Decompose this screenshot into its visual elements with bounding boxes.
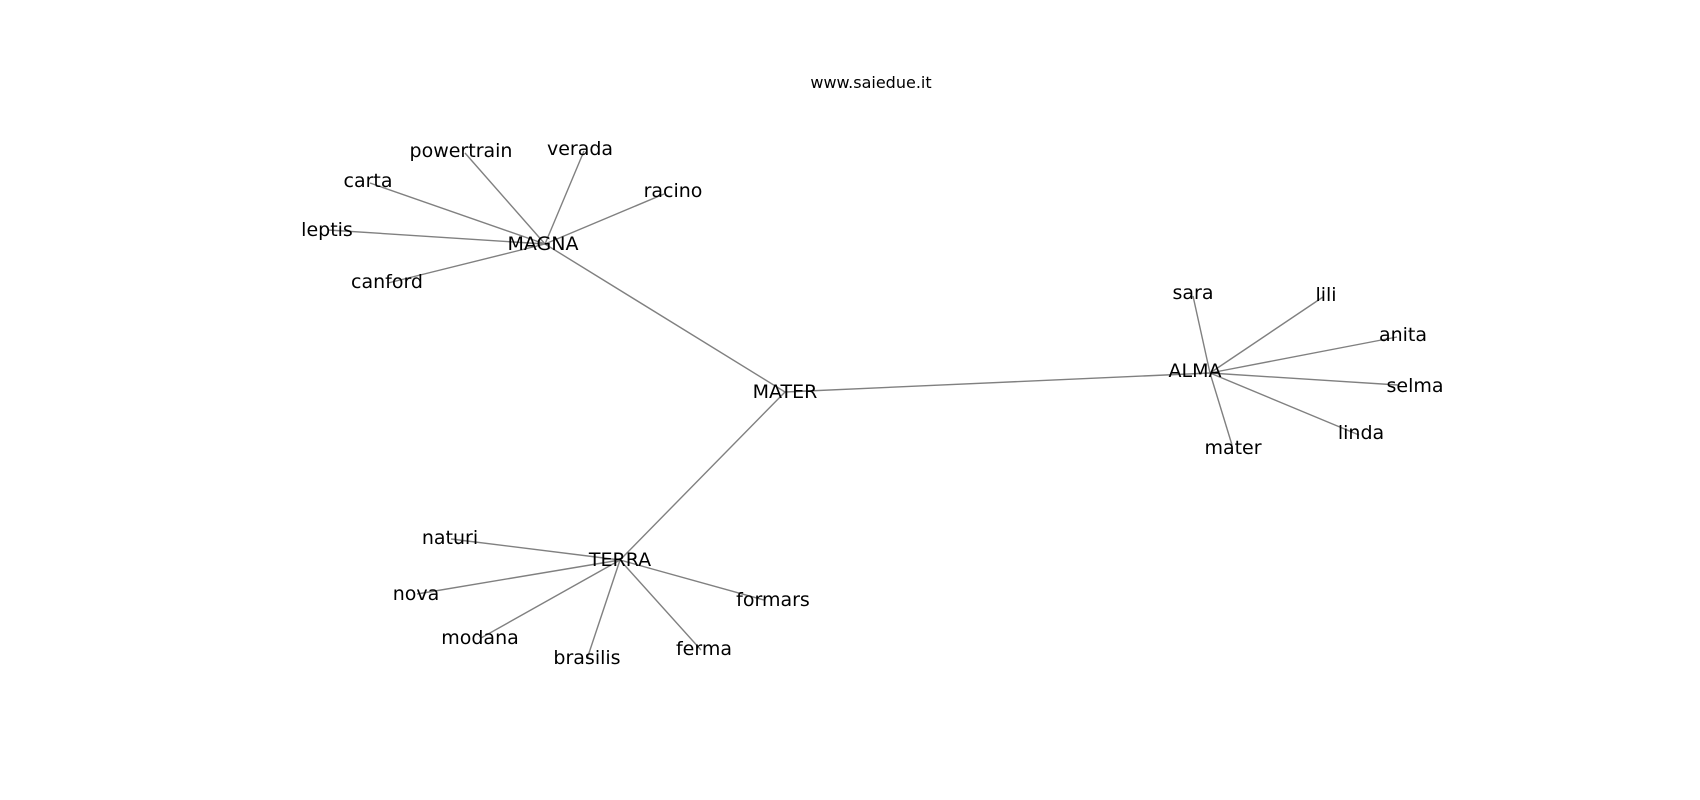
node-label-nova: nova [393, 583, 440, 605]
edge-terra-formars [619, 559, 765, 601]
node-label-anita: anita [1379, 324, 1427, 346]
node-label-brasilis: brasilis [553, 647, 620, 669]
edge-magna-verada [544, 150, 585, 245]
node-label-ferma: ferma [676, 638, 732, 660]
edge-magna-canford [387, 243, 546, 284]
node-label-alma: ALMA [1169, 360, 1222, 382]
edge-magna-racino [544, 193, 665, 245]
node-label-mater-leaf: mater [1204, 437, 1261, 459]
edge-alma-mater-leaf [1209, 372, 1233, 446]
edge-terra-modana [480, 559, 621, 639]
node-label-racino: racino [644, 180, 703, 202]
edge-terra-nova [416, 559, 621, 595]
node-label-mater-hub: MATER [753, 381, 818, 403]
edge-mater-hub-terra [619, 391, 786, 561]
node-label-sara: sara [1173, 282, 1214, 304]
edge-alma-selma [1209, 372, 1399, 386]
node-label-modana: modana [441, 627, 519, 649]
node-label-carta: carta [344, 170, 393, 192]
edge-terra-ferma [619, 559, 702, 651]
node-label-verada: verada [547, 138, 613, 160]
node-label-naturi: naturi [422, 527, 478, 549]
edge-alma-lili [1209, 296, 1324, 374]
edge-terra-brasilis [586, 559, 621, 660]
node-label-canford: canford [351, 271, 423, 293]
edge-alma-linda [1209, 372, 1360, 436]
node-label-leptis: leptis [301, 219, 353, 241]
edge-layer [327, 150, 1399, 660]
edge-mater-hub-magna [544, 243, 786, 393]
node-label-linda: linda [1338, 422, 1384, 444]
edge-magna-powertrain [464, 152, 546, 245]
edge-mater-hub-alma [784, 372, 1211, 393]
node-label-powertrain: powertrain [410, 140, 513, 162]
node-label-selma: selma [1386, 375, 1443, 397]
node-label-magna: MAGNA [508, 233, 579, 255]
edge-magna-leptis [327, 229, 546, 245]
edge-magna-carta [369, 182, 546, 245]
node-label-layer: MATER MAGNA ALMA TERRA powertrain verada carta… [301, 138, 1443, 669]
edge-alma-anita [1209, 336, 1398, 374]
edge-alma-sara [1192, 295, 1211, 374]
node-label-terra: TERRA [588, 549, 651, 571]
node-label-formars: formars [736, 589, 810, 611]
edge-terra-naturi [450, 538, 621, 561]
node-label-lili: lili [1315, 284, 1336, 306]
page-title: www.saiedue.it [810, 73, 931, 92]
